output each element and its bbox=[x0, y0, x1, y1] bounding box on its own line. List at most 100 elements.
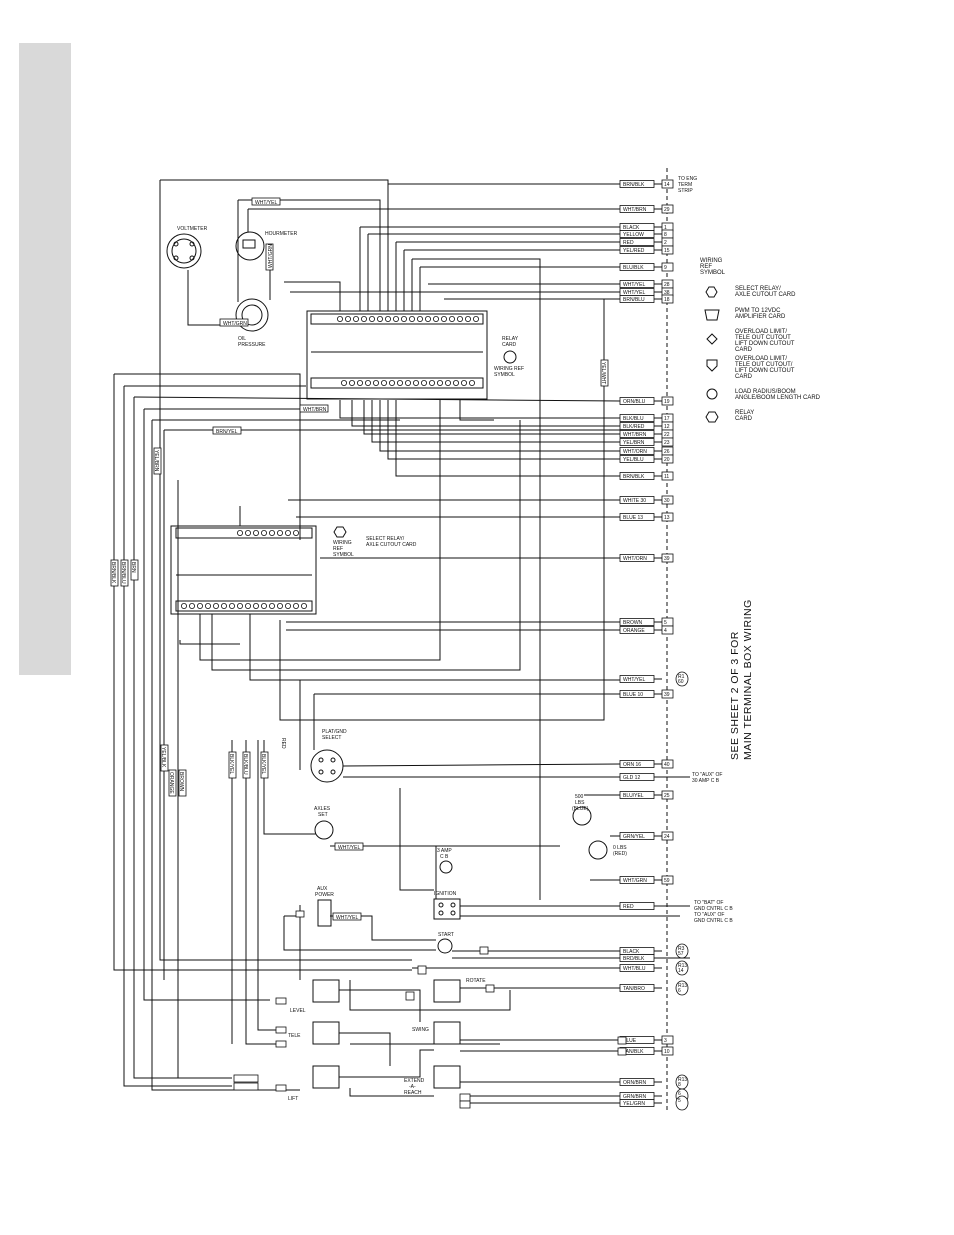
terminal-screw bbox=[456, 315, 463, 322]
terminal-wire-tag bbox=[619, 238, 655, 246]
aux-power-body bbox=[317, 899, 332, 927]
aux-power-label-2: POWER bbox=[315, 892, 334, 898]
terminal-ref-number: R1 bbox=[678, 674, 685, 680]
terminal-number: 40 bbox=[664, 762, 670, 768]
terminal-wire-label: GLD 12 bbox=[623, 775, 640, 781]
terminal-screw bbox=[292, 603, 299, 610]
terminal-wire-tag bbox=[619, 954, 655, 962]
terminal-number: 23 bbox=[664, 440, 670, 446]
terminal-number-box bbox=[661, 294, 674, 304]
terminal-screw bbox=[276, 603, 283, 610]
terminal-wire-label: GRN/BRN bbox=[623, 1094, 646, 1100]
ignition-label: IGNITION bbox=[434, 891, 457, 897]
terminal-screw bbox=[252, 603, 259, 610]
start-switch: START bbox=[437, 932, 454, 954]
tele-switch: TELE bbox=[288, 1021, 340, 1045]
terminal-wire-label: WHT/YEL bbox=[623, 290, 645, 296]
wire-tag-blk-yel-2: BLK/BLU bbox=[242, 754, 248, 775]
terminal-screw bbox=[464, 315, 471, 322]
terminal-screw bbox=[212, 603, 219, 610]
terminal-screw bbox=[432, 315, 439, 322]
terminal-screw bbox=[448, 315, 455, 322]
terminal-wire-label: WHT/BLU bbox=[623, 966, 646, 972]
oil-pressure-body bbox=[235, 298, 269, 332]
select-relay-symbol bbox=[333, 526, 347, 538]
plat-gnd-label-2: SELECT bbox=[322, 735, 341, 741]
terminal-screw bbox=[376, 315, 383, 322]
terminal-screw bbox=[440, 315, 447, 322]
amp-cb-body bbox=[439, 860, 453, 874]
lift-body bbox=[312, 1065, 340, 1089]
terminal-wire-tag bbox=[619, 773, 655, 781]
legend-item-3-line-4: CARD bbox=[735, 347, 753, 353]
terminal-screw bbox=[392, 315, 399, 322]
select-wiring-3: SYMBOL bbox=[333, 552, 354, 558]
legend-item-5-line-2: ANGLE/BOOM LENGTH CARD bbox=[735, 395, 821, 401]
terminal-screw bbox=[180, 603, 187, 610]
terminal-ref-number: R3 bbox=[678, 946, 685, 952]
terminal-wire-tag bbox=[619, 447, 655, 455]
terminal-number-box bbox=[661, 1035, 674, 1045]
terminal-number: 15 bbox=[664, 248, 670, 254]
terminal-number-box bbox=[661, 245, 674, 255]
terminal-number: 39 bbox=[664, 556, 670, 562]
terminal-ref-circle bbox=[675, 960, 689, 976]
terminal-wire-tag bbox=[619, 618, 655, 626]
terminal-wire-label: BLK/BLU bbox=[623, 416, 644, 422]
to-eng-note-2: TERM bbox=[678, 182, 692, 188]
terminal-row: GLD 12 bbox=[619, 773, 690, 781]
tele-body bbox=[312, 1021, 340, 1045]
select-relay-label-1: SELECT RELAY/ bbox=[366, 536, 405, 542]
terminal-wire-label: GRN/YEL bbox=[623, 834, 645, 840]
terminal-number: 25 bbox=[664, 793, 670, 799]
voltmeter-label: VOLTMETER bbox=[177, 226, 208, 232]
terminal-wire-tag bbox=[619, 675, 655, 683]
terminal-screw bbox=[368, 315, 375, 322]
terminal-ref-number: 14 bbox=[678, 968, 684, 974]
terminal-wire-label: ORN/BLU bbox=[623, 399, 646, 405]
terminal-screw bbox=[412, 379, 419, 386]
legend-item-3-line-2: TELE OUT CUTOUT bbox=[735, 335, 791, 341]
terminal-screw bbox=[408, 315, 415, 322]
legend-header-3: SYMBOL bbox=[700, 270, 726, 276]
terminal-wire-tag bbox=[619, 455, 655, 463]
wire-tag-wht-yel-aux: WHT/YEL bbox=[336, 915, 358, 921]
start-label: START bbox=[438, 932, 454, 938]
terminal-row: BRD/BLK bbox=[619, 954, 690, 962]
amp-cb-label-1: 3 AMP bbox=[437, 848, 452, 854]
terminal-screw bbox=[420, 379, 427, 386]
wire-tag-brown: BROWN bbox=[178, 772, 184, 792]
level-body bbox=[312, 979, 340, 1003]
terminal-screw bbox=[444, 379, 451, 386]
relay-card-label-2: CARD bbox=[502, 342, 517, 348]
select-relay-label-2: AXLE CUTOUT CARD bbox=[366, 542, 417, 548]
terminal-number-box bbox=[661, 689, 674, 699]
terminal-number: 22 bbox=[664, 432, 670, 438]
hourmeter: HOURMETER bbox=[235, 231, 298, 261]
terminal-screw bbox=[284, 530, 291, 537]
terminal-wire-tag bbox=[619, 180, 655, 188]
terminal-number: 2 bbox=[664, 240, 667, 246]
axles-set-label-1: AXLES bbox=[314, 806, 331, 812]
terminal-wire-tag bbox=[619, 984, 655, 992]
terminal-wire-label: BROWN bbox=[623, 620, 643, 626]
terminal-number: 18 bbox=[664, 297, 670, 303]
aux-power-switch: AUX POWER bbox=[315, 886, 334, 927]
legend-item-2-line-1: PWM TO 12VDC bbox=[735, 308, 781, 314]
terminal-number-box bbox=[661, 262, 674, 272]
terminal-screw bbox=[340, 379, 347, 386]
terminal-wire-label: WHITE 30 bbox=[623, 498, 646, 504]
relay-card-label-1: RELAY bbox=[502, 336, 519, 342]
amp-cb-label-2: C B bbox=[440, 854, 449, 860]
terminal-wire-label: WHT/GRN bbox=[623, 878, 647, 884]
terminal-wire-tag bbox=[619, 1078, 655, 1086]
legend-symbol-diamond bbox=[706, 333, 718, 345]
terminal-screw bbox=[268, 603, 275, 610]
terminal-screw bbox=[472, 315, 479, 322]
see-sheet-line-1: SEE SHEET 2 OF 3 FOR bbox=[729, 631, 741, 760]
